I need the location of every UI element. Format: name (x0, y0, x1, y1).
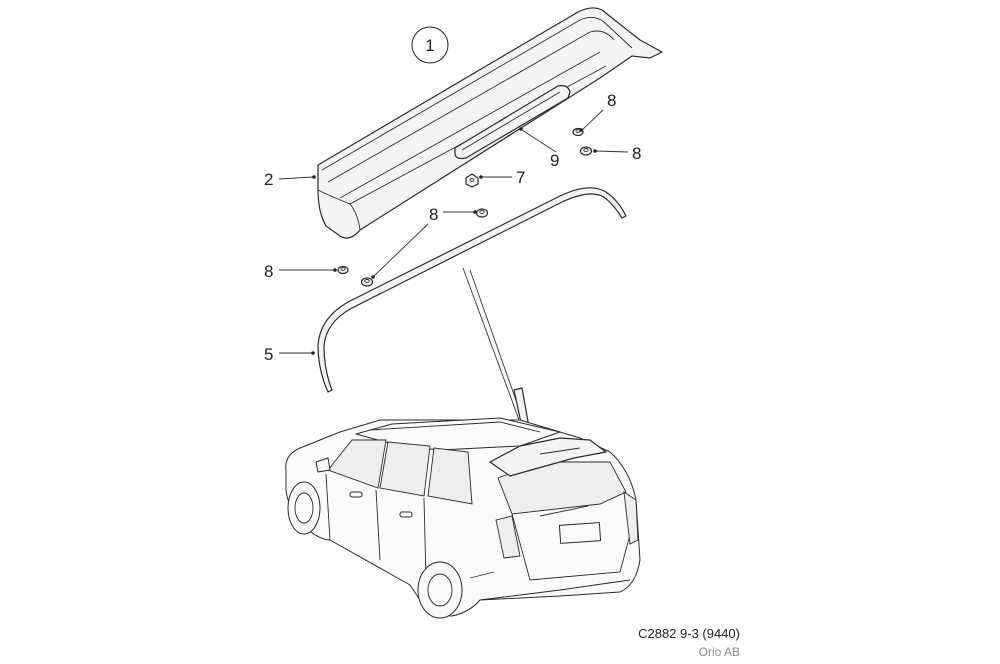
callout-5: 5 (264, 345, 273, 364)
clip-8-left (337, 265, 349, 275)
brake-light-slot (454, 85, 571, 160)
callout-8-top: 8 (607, 91, 616, 110)
clip-parts (337, 127, 593, 287)
seal-strip (317, 187, 627, 393)
nut-7 (465, 173, 479, 188)
callout-7: 7 (516, 168, 525, 187)
clip-8-center (475, 208, 489, 218)
callout-labels: 1 2 9 8 8 7 8 8 5 (264, 26, 641, 364)
callout-8-center: 8 (429, 205, 438, 224)
callout-1: 1 (425, 36, 434, 55)
callout-2: 2 (264, 170, 273, 189)
brand-label: Orio AB (698, 645, 740, 659)
diagram-reference: C2882 9-3 (9440) (638, 626, 740, 641)
callout-8-left: 8 (264, 262, 273, 281)
callout-circle-1 (411, 26, 449, 64)
car-illustration (285, 417, 641, 619)
callout-8-right: 8 (632, 144, 641, 163)
clip-8-right (579, 146, 593, 156)
rear-spoiler (317, 7, 663, 239)
clip-8-lower (360, 277, 374, 287)
callout-9: 9 (550, 151, 559, 170)
